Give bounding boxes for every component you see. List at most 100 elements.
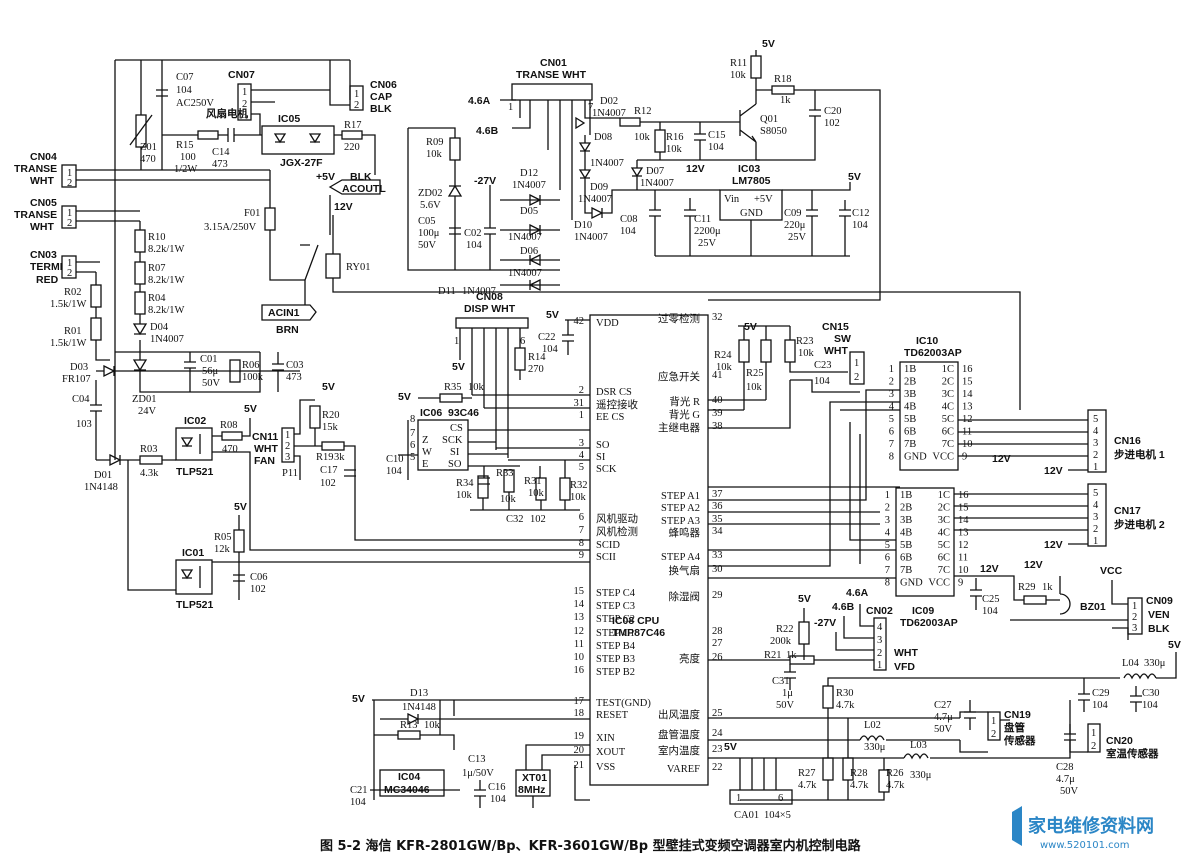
r19-value: 3k bbox=[334, 452, 345, 463]
watermark: 家电维修资料网 www.520101.com bbox=[1012, 806, 1154, 851]
zd01-label: ZD01 bbox=[132, 394, 157, 405]
ic10-part: TD62003AP bbox=[904, 347, 962, 359]
d13-part: 1N4148 bbox=[402, 702, 436, 713]
driver-pin-number: 5 bbox=[889, 414, 894, 425]
connector-cn04 bbox=[61, 164, 77, 188]
driver-pin-out: 4C bbox=[938, 528, 950, 539]
r09-label: R09 bbox=[426, 137, 444, 148]
r18-label: R18 bbox=[774, 74, 792, 85]
r02-value: 1.5k/1W bbox=[50, 299, 87, 310]
cpu-pin-name: SCID bbox=[596, 540, 620, 551]
cpu-pin-name: DSR CS bbox=[596, 387, 632, 398]
c07-label: C07 bbox=[176, 72, 194, 83]
cpu-pin-number: 10 bbox=[574, 652, 585, 663]
diode-d08 bbox=[578, 142, 592, 153]
cpu-pin-name: SCII bbox=[596, 552, 616, 563]
r20-5v-label: 5V bbox=[322, 381, 335, 393]
resistor-r08 bbox=[221, 431, 243, 441]
r24-label: R24 bbox=[714, 350, 732, 361]
d08-label: D08 bbox=[594, 132, 612, 143]
cn16-name: 步进电机 1 bbox=[1114, 448, 1165, 461]
svg-text:1: 1 bbox=[354, 89, 359, 100]
zener-zd02 bbox=[447, 175, 463, 270]
cpu-label: IC08 CPU bbox=[612, 615, 659, 627]
cpu-pin-name: SO bbox=[596, 440, 610, 451]
r19-label: R19 bbox=[316, 452, 334, 463]
c14-value: 473 bbox=[212, 159, 228, 170]
r16-value: 10k bbox=[666, 144, 683, 155]
r18-value: 1k bbox=[780, 95, 791, 106]
r13-label: R13 bbox=[400, 720, 418, 731]
driver-pin-number: 1 bbox=[885, 490, 890, 501]
c04-value: 103 bbox=[76, 419, 92, 430]
cn06-type: CAP bbox=[370, 91, 392, 103]
cpu-pin-name: 主继电器 bbox=[658, 421, 700, 434]
resistor-r30 bbox=[822, 685, 834, 709]
r31-label: R31 bbox=[524, 476, 542, 487]
connector-cn16 bbox=[1087, 409, 1107, 473]
reset-5v-label: 5V bbox=[352, 693, 365, 705]
r15-value: 100 bbox=[180, 152, 196, 163]
c28-value: 4.7μ bbox=[1056, 774, 1075, 785]
ic01-label: IC01 bbox=[182, 547, 204, 559]
resistor-r05 bbox=[233, 529, 245, 553]
svg-text:2: 2 bbox=[285, 441, 290, 452]
varef-5v-label: 5V bbox=[724, 741, 737, 753]
r05-label: R05 bbox=[214, 532, 232, 543]
r02-label: R02 bbox=[64, 287, 82, 298]
driver-pin-out: 1C bbox=[938, 490, 950, 501]
driver-pin-number: 3 bbox=[885, 515, 890, 526]
cn09-vcc-label: VCC bbox=[1100, 565, 1123, 577]
c07-rating: AC250V bbox=[176, 98, 214, 109]
c04-label: C04 bbox=[72, 394, 90, 405]
r01-value: 1.5k/1W bbox=[50, 338, 87, 349]
cpu-pin-name: STEP B2 bbox=[596, 667, 635, 678]
cn01-46a-label: 4.6A bbox=[468, 95, 491, 107]
r34-value: 10k bbox=[456, 490, 473, 501]
c11-rating: 25V bbox=[698, 238, 717, 249]
cpu-pin-number: 28 bbox=[712, 626, 723, 637]
driver-pin-number: 6 bbox=[889, 427, 894, 438]
svg-text:2: 2 bbox=[67, 178, 72, 189]
svg-text:5: 5 bbox=[1093, 488, 1098, 499]
xt01-label: XT01 bbox=[522, 772, 547, 784]
diode-d11 bbox=[500, 278, 560, 292]
ic10-label: IC10 bbox=[916, 335, 938, 347]
cpu-pin-number: 35 bbox=[712, 514, 723, 525]
svg-text:1: 1 bbox=[242, 87, 247, 98]
watermark-title: 家电维修资料网 bbox=[1028, 815, 1154, 837]
r04-value: 8.2k/1W bbox=[148, 305, 185, 316]
d09-label: D09 bbox=[590, 182, 608, 193]
r09-value: 10k bbox=[426, 149, 443, 160]
d06-label: D06 bbox=[520, 246, 538, 257]
ic06-label: IC06 bbox=[420, 407, 442, 419]
ic02-label: IC02 bbox=[184, 415, 206, 427]
driver-pin-number: 14 bbox=[958, 515, 969, 526]
p11-label: P11 bbox=[282, 468, 298, 479]
r11-label: R11 bbox=[730, 58, 747, 69]
r05-5v-label: 5V bbox=[234, 501, 247, 513]
d02-label: D02 bbox=[600, 96, 618, 107]
cn19-type: 传感器 bbox=[1003, 734, 1036, 747]
relay-12v-label: 12V bbox=[334, 201, 353, 213]
r23-value: 10k bbox=[798, 348, 815, 359]
r24-value: 10k bbox=[716, 362, 733, 373]
cn16-label: CN16 bbox=[1114, 435, 1141, 447]
driver-pin-number: 8 bbox=[889, 452, 894, 463]
c15-label: C15 bbox=[708, 130, 726, 141]
c12-value: 104 bbox=[852, 220, 869, 231]
watermark-logo bbox=[1012, 806, 1022, 846]
cpu-pin-number: 14 bbox=[574, 599, 585, 610]
driver-pin-number: 2 bbox=[885, 503, 890, 514]
driver-pin-in: 5B bbox=[900, 540, 912, 551]
q01-label: Q01 bbox=[760, 114, 778, 125]
c31-label: C31 bbox=[772, 676, 790, 687]
resistor-r35 bbox=[439, 393, 463, 403]
driver-pin-in: 7B bbox=[900, 565, 912, 576]
eeprom-ic06 bbox=[417, 419, 469, 471]
ic03-part: LM7805 bbox=[732, 175, 771, 187]
cpu-pin-number: 13 bbox=[574, 612, 585, 623]
resistor-r01 bbox=[90, 317, 102, 341]
r10-label: R10 bbox=[148, 232, 166, 243]
